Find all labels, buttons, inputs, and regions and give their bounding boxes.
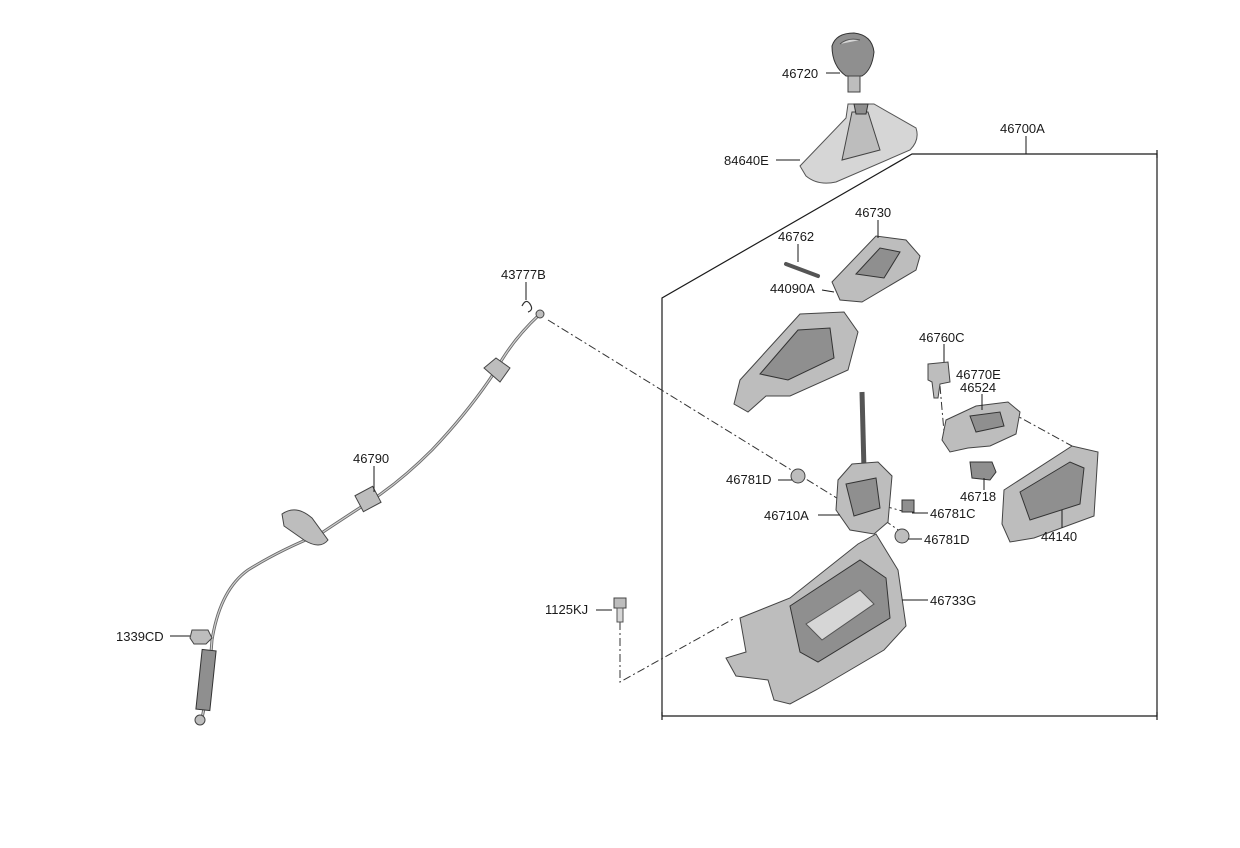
label-43777B: 43777B	[501, 267, 546, 282]
control-unit-44140	[1001, 445, 1099, 543]
label-46781C: 46781C	[930, 506, 976, 521]
shift-knob	[831, 32, 875, 93]
label-1339CD: 1339CD	[116, 629, 164, 644]
bushing-46781D-upper	[790, 468, 806, 484]
bracket-44090A	[733, 311, 859, 413]
label-46781D-upper: 46781D	[726, 472, 772, 487]
label-44140: 44140	[1041, 529, 1077, 544]
nut-1339CD	[189, 629, 213, 645]
label-46760C: 46760C	[919, 330, 965, 345]
label-1125KJ: 1125KJ	[545, 602, 588, 617]
shift-boot-cover	[799, 103, 918, 184]
shift-cable	[194, 309, 545, 726]
label-46781D-lower: 46781D	[924, 532, 970, 547]
bushing-46781D-lower	[894, 528, 910, 544]
pin-46762	[784, 262, 820, 278]
label-44090A: 44090A	[770, 281, 815, 296]
label-46790: 46790	[353, 451, 389, 466]
label-46730: 46730	[855, 205, 891, 220]
label-46720: 46720	[782, 66, 818, 81]
lever-assembly	[835, 391, 893, 535]
clip-43777B	[521, 300, 533, 313]
label-46710A: 46710A	[764, 508, 809, 523]
label-46524: 46524	[960, 380, 996, 395]
part-labels: 46720 84640E 46700A 46730 46762 44090A 4…	[116, 66, 1077, 644]
shifter-base	[725, 533, 907, 705]
label-46770E: 46770E	[956, 367, 1001, 382]
label-46733G: 46733G	[930, 593, 976, 608]
switch-assembly-46524	[941, 401, 1021, 453]
label-46718: 46718	[960, 489, 996, 504]
label-46700A: 46700A	[1000, 121, 1045, 136]
bushing-46781C	[901, 499, 915, 513]
label-84640E: 84640E	[724, 153, 769, 168]
bolt-1125KJ	[613, 597, 627, 623]
connector-46718	[969, 461, 997, 481]
label-46762: 46762	[778, 229, 814, 244]
leader-lines	[170, 72, 1063, 637]
assembly-frame-46700A	[661, 150, 1158, 720]
clip-46760C	[927, 361, 951, 399]
indicator-housing	[831, 235, 921, 303]
